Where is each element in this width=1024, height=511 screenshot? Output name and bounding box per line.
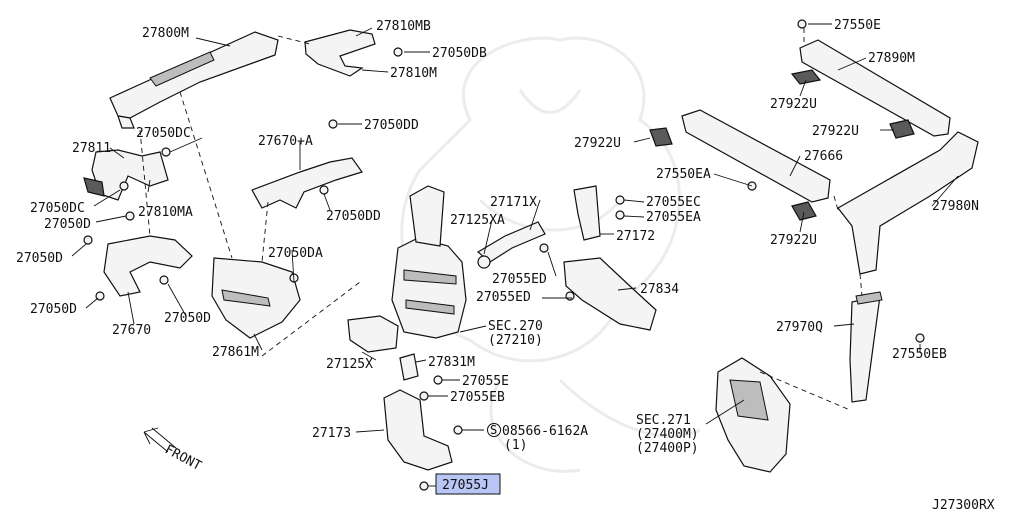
- label-27810M: 27810M: [390, 66, 437, 81]
- label-27890M: 27890M: [868, 51, 915, 66]
- label-27861M: 27861M: [212, 345, 259, 360]
- label-27810MB: 27810MB: [376, 19, 431, 34]
- blower-unit-sec271: [715, 357, 791, 473]
- label-27800M: 27800M: [142, 26, 189, 41]
- label-27922U-a: 27922U: [770, 97, 817, 112]
- duct-27666: [681, 109, 831, 203]
- label-27831M: 27831M: [428, 355, 475, 370]
- label-27834: 27834: [640, 282, 679, 297]
- bracket-27125X: [347, 315, 399, 353]
- label-27050DA: 27050DA: [268, 246, 323, 261]
- label-sec270: SEC.270: [488, 319, 543, 334]
- fastener-clips: [83, 19, 925, 491]
- label-sec271-ref-a: (27400M): [636, 427, 699, 442]
- label-sec271-ref-b: (27400P): [636, 441, 699, 456]
- label-27550EB: 27550EB: [892, 347, 947, 362]
- label-27172: 27172: [616, 229, 655, 244]
- label-sec271: SEC.271: [636, 413, 691, 428]
- highlighted-part-27055J[interactable]: 27055J: [428, 473, 501, 495]
- label-diagram-id: J27300RX: [932, 498, 995, 511]
- label-27055ED-a: 27055ED: [492, 272, 547, 287]
- duct-27670A: [251, 157, 363, 209]
- label-27666: 27666: [804, 149, 843, 164]
- label-27670: 27670: [112, 323, 151, 338]
- duct-27890M: [799, 39, 951, 137]
- label-27055EC: 27055EC: [646, 195, 701, 210]
- assembly-dashed-lines: [139, 28, 863, 411]
- label-27922U-d: 27922U: [770, 233, 817, 248]
- front-arrow: [143, 427, 177, 453]
- label-08566-6162A: 08566-6162A: [502, 424, 588, 439]
- duct-27173: [383, 389, 453, 471]
- duct-27800M: [109, 31, 279, 129]
- label-27810MA: 27810MA: [138, 205, 193, 220]
- label-27125X: 27125X: [326, 357, 373, 372]
- label-27050DD-a: 27050DD: [364, 118, 419, 133]
- label-sec270-ref: (27210): [488, 333, 543, 348]
- label-27980N: 27980N: [932, 199, 979, 214]
- label-27055J: 27055J: [442, 478, 489, 493]
- label-front: FRONT: [162, 442, 204, 474]
- label-27922U-b: 27922U: [812, 124, 859, 139]
- label-27171X: 27171X: [490, 195, 537, 210]
- label-27811: 27811: [72, 141, 111, 156]
- label-27922U-c: 27922U: [574, 136, 621, 151]
- part-labels: 27800M 27810MB 27050DB 27810M 27550E 278…: [16, 18, 995, 511]
- label-27550EA: 27550EA: [656, 167, 711, 182]
- duct-27172: [573, 185, 601, 241]
- screw-symbol-icon: [487, 423, 501, 437]
- duct-27970Q: [849, 291, 883, 403]
- bracket-27831M: [399, 353, 419, 381]
- label-27550E: 27550E: [834, 18, 881, 33]
- label-27055ED-b: 27055ED: [476, 290, 531, 305]
- label-27670A: 27670+A: [258, 134, 313, 149]
- hose-27171X: [476, 221, 546, 269]
- highlight-box: [435, 473, 501, 495]
- label-27050D-a: 27050D: [44, 217, 91, 232]
- label-27050DC-a: 27050DC: [136, 126, 191, 141]
- label-27055EA: 27055EA: [646, 210, 701, 225]
- bracket-27811: [83, 149, 169, 201]
- duct-27861M: [211, 257, 301, 339]
- label-27050D-b: 27050D: [16, 251, 63, 266]
- label-27050DB: 27050DB: [432, 46, 487, 61]
- label-27050DD-b: 27050DD: [326, 209, 381, 224]
- duct-27810M: [304, 29, 376, 77]
- label-27970Q: 27970Q: [776, 320, 823, 335]
- duct-27980N: [837, 131, 979, 275]
- label-27055E: 27055E: [462, 374, 509, 389]
- label-27050DC-b: 27050DC: [30, 201, 85, 216]
- label-08566-qty: (1): [504, 438, 527, 453]
- leader-lines: [71, 23, 959, 433]
- label-27050D-d: 27050D: [164, 311, 211, 326]
- duct-27834: [563, 257, 657, 331]
- duct-27670: [103, 235, 193, 297]
- label-27125XA: 27125XA: [450, 213, 505, 228]
- grille-27922U: [649, 69, 915, 221]
- heater-unit-sec270: [391, 185, 467, 339]
- label-08566-symbol: S: [490, 423, 497, 437]
- label-27050D-c: 27050D: [30, 302, 77, 317]
- label-27055EB: 27055EB: [450, 390, 505, 405]
- label-27173: 27173: [312, 426, 351, 441]
